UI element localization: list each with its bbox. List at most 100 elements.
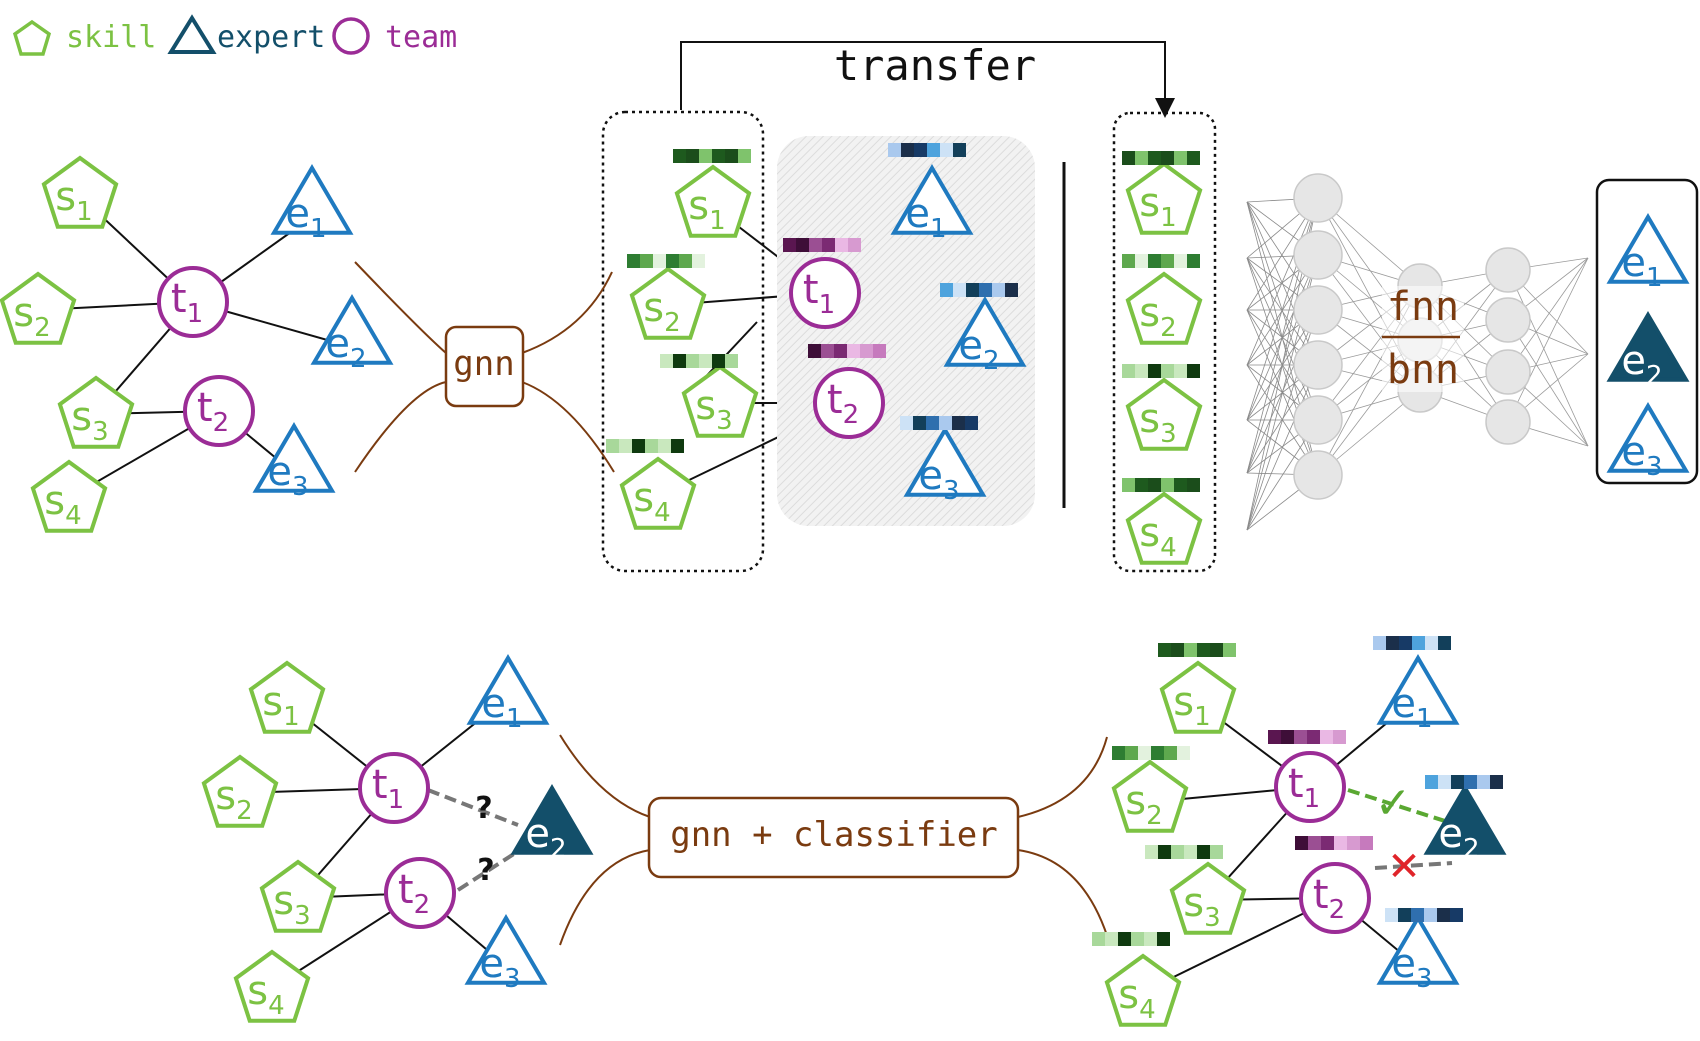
embedding-bar-s2-top <box>627 254 705 268</box>
team-node-t1-top-middle-shape <box>789 257 861 329</box>
team-node-t1-top-left-label-base: t <box>171 276 187 322</box>
expert-node-e1-output-shape <box>1606 213 1690 284</box>
embedding-bar-t1-bottom-cell <box>1333 730 1346 744</box>
expert-node-e3-bottom-left: e3 <box>464 914 548 994</box>
skill-node-s2-top-middle-label-sub: 2 <box>664 308 681 338</box>
embedding-bar-t1-bottom-cell <box>1320 730 1333 744</box>
embedding-bar-s4-bottom-cell <box>1157 932 1170 946</box>
skill-node-s1-bottom-right-label: s1 <box>1173 679 1210 732</box>
skill-node-s2-transferred: s2 <box>1125 271 1203 345</box>
team-node-t2-bottom-left: t2 <box>384 857 456 929</box>
embedding-bar-s4-top <box>606 439 684 453</box>
embedding-bar-s3-transferred-cell <box>1122 364 1135 378</box>
skill-node-s1-bottom-left-shape <box>248 660 326 734</box>
team-node-t1-bottom-right-label-base: t <box>1288 761 1304 807</box>
embedding-bar-e2-bottom-cell <box>1490 775 1503 789</box>
embedding-bar-s3-bottom-cell <box>1145 845 1158 859</box>
embedding-bar-e2-top-cell <box>979 283 992 297</box>
expert-node-e3-bottom-left-label: e3 <box>479 941 520 994</box>
embedding-bar-e1-bottom-cell <box>1399 636 1412 650</box>
embedding-bar-t2-top-cell <box>860 344 873 358</box>
predicted-negative-link <box>1374 861 1453 870</box>
team-node-t1-bottom-right: t1 <box>1274 751 1346 823</box>
embedding-bar-t2-top-cell <box>808 344 821 358</box>
embedding-bars-layer <box>606 143 1503 946</box>
team-node-t1-top-left-label-sub: 1 <box>187 299 204 329</box>
skill-node-s4-bottom-left-label: s4 <box>247 968 284 1021</box>
embedding-bar-t2-bottom-cell <box>1334 836 1347 850</box>
embedding-bar-t2-bottom-cell <box>1308 836 1321 850</box>
embedding-bar-s3-bottom <box>1145 845 1223 859</box>
embedding-bar-e2-top <box>940 283 1018 297</box>
graph-bottom-left-edges <box>239 696 509 989</box>
embedding-bar-t2-top-cell <box>834 344 847 358</box>
skill-node-s2-bottom-left-label-sub: 2 <box>236 796 253 826</box>
embedding-bar-s4-transferred <box>1122 478 1200 492</box>
embedding-bar-s1-top-cell <box>686 149 699 163</box>
team-node-t2-bottom-right-label-sub: 2 <box>1329 895 1346 925</box>
embedding-bar-s2-transferred-cell <box>1187 254 1200 268</box>
embedding-bar-s2-top-cell <box>640 254 653 268</box>
nn-connection <box>1507 319 1589 447</box>
embedding-bar-t1-bottom <box>1268 730 1346 744</box>
team-node-t2-bottom-left-label-sub: 2 <box>414 890 431 920</box>
gnn-connectors <box>354 261 615 473</box>
skill-node-s1-top-middle: s1 <box>674 164 752 238</box>
expert-node-e3-top-middle-label: e3 <box>918 453 959 506</box>
skill-node-s2-bottom-left-shape <box>201 754 279 828</box>
question-mark-t1-e2: ? <box>475 791 492 826</box>
expert-node-e2-bottom-left-label-base: e <box>525 811 550 857</box>
skill-node-s2-top-left-label-base: s <box>13 290 34 336</box>
question-mark-t2-e2: ? <box>477 853 494 888</box>
skill-node-s3-bottom-right-shape <box>1169 861 1247 935</box>
skill-embedding-box <box>601 110 765 573</box>
legend-expert-label: expert <box>217 20 325 55</box>
team-node-t1-bottom-right-label: t1 <box>1288 761 1320 814</box>
team-node-t1-bottom-left-label: t1 <box>372 762 404 815</box>
embedding-bar-s4-top-cell <box>658 439 671 453</box>
embedding-bar-e1-bottom-cell <box>1438 636 1451 650</box>
embedding-bar-s4-bottom <box>1092 932 1170 946</box>
skill-node-s2-bottom-right-label-base: s <box>1125 778 1146 824</box>
embedding-bar-s2-top-cell <box>679 254 692 268</box>
team-node-t1-top-left-label: t1 <box>171 276 203 329</box>
expert-node-e3-bottom-left-label-sub: 3 <box>504 964 521 994</box>
embedding-bar-t2-bottom <box>1295 836 1373 850</box>
skill-node-s1-bottom-left: s1 <box>248 660 326 734</box>
skill-node-s4-top-left-label-base: s <box>44 478 65 524</box>
nn-neuron <box>1485 349 1531 395</box>
embedding-bar-e2-bottom-cell <box>1477 775 1490 789</box>
skill-node-s2-top-middle-label-base: s <box>643 285 664 331</box>
expert-node-e3-top-left-label: e3 <box>267 449 308 502</box>
embedding-bar-s4-top-cell <box>632 439 645 453</box>
skill-node-s4-bottom-right-label: s4 <box>1118 972 1155 1025</box>
embedding-bar-e3-bottom <box>1385 908 1463 922</box>
expert-node-e1-top-middle: e1 <box>890 164 974 244</box>
team-node-t2-bottom-left-shape <box>384 857 456 929</box>
legend: skill expert team <box>12 14 457 56</box>
expert-node-e1-output-label-base: e <box>1621 240 1646 286</box>
team-node-t1-top-middle-label-base: t <box>803 267 819 313</box>
expert-node-e3-top-middle: e3 <box>903 426 987 506</box>
team-node-t2-bottom-right-label: t2 <box>1313 872 1345 925</box>
transfer-label: transfer <box>834 41 1036 90</box>
skill-node-s2-bottom-right: s2 <box>1111 759 1189 833</box>
embedding-bar-s4-bottom-cell <box>1131 932 1144 946</box>
embedding-bar-t2-top-cell <box>847 344 860 358</box>
embedding-bar-s2-transferred-cell <box>1161 254 1174 268</box>
expert-node-e2-output-label-base: e <box>1621 338 1646 384</box>
expert-node-e3-top-middle-label-sub: 3 <box>943 476 960 506</box>
embedding-bar-e3-top-cell <box>900 416 913 430</box>
team-node-t2-top-middle: t2 <box>813 367 885 439</box>
skill-node-s1-bottom-right: s1 <box>1159 660 1237 734</box>
embedding-bar-s3-top-cell <box>673 354 686 368</box>
nn-neuron <box>1293 230 1343 280</box>
embedding-bar-s2-bottom-cell <box>1177 746 1190 760</box>
expert-node-e2-top-left-label: e2 <box>325 321 366 374</box>
nn-neuron <box>1293 173 1343 223</box>
team-node-t2-top-middle-label-base: t <box>827 377 843 423</box>
team-legend-icon <box>332 17 370 55</box>
skill-node-s4-bottom-right: s4 <box>1104 953 1182 1027</box>
expert-node-e3-output-label: e3 <box>1621 429 1662 482</box>
skill-node-s3-top-left-label: s3 <box>71 394 108 447</box>
